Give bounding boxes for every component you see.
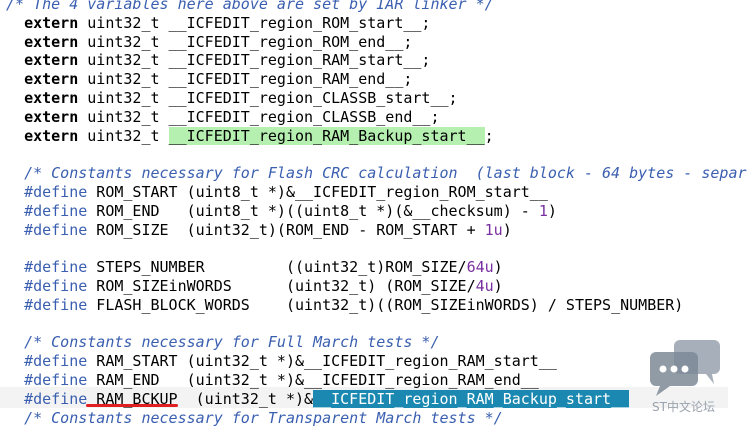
code-keyword: extern xyxy=(24,126,79,145)
code-token: ROM_SIZE (uint32_t)(ROM_END - ROM_START … xyxy=(87,220,485,239)
code-preprocessor: #define xyxy=(24,201,88,220)
code-token xyxy=(6,352,24,370)
code-token: RAM_BCKUP (uint32_t *)& xyxy=(87,389,314,408)
code-line: extern uint32_t __ICFEDIT_region_ROM_sta… xyxy=(6,14,430,33)
code-preprocessor: #define xyxy=(24,295,88,314)
code-comment: /* Constants necessary for Flash CRC cal… xyxy=(24,164,747,183)
code-preprocessor: #define xyxy=(24,220,88,239)
code-preprocessor: #define xyxy=(24,258,88,277)
code-preprocessor: #define xyxy=(24,277,88,295)
code-keyword: extern xyxy=(24,70,79,89)
code-token: ) xyxy=(493,258,503,277)
code-token xyxy=(6,89,24,107)
code-number: 64u xyxy=(466,258,494,277)
code-token: ROM_END (uint8_t *)((uint8_t *)(&__check… xyxy=(87,201,539,220)
code-token xyxy=(6,127,24,145)
code-line: #define ROM_SIZEinWORDS (uint32_t) (ROM_… xyxy=(6,277,503,296)
code-token xyxy=(6,258,24,276)
code-token: ) xyxy=(502,220,512,239)
code-line: /* Constants necessary for Full March te… xyxy=(6,333,439,352)
code-token: ) xyxy=(493,277,503,295)
code-keyword: extern xyxy=(24,107,79,126)
code-token: uint32_t __ICFEDIT_region_RAM_end__ xyxy=(78,70,404,89)
code-token: ; xyxy=(448,89,458,107)
code-line: extern uint32_t __ICFEDIT_region_RAM_Bac… xyxy=(6,126,494,146)
code-token xyxy=(6,390,24,408)
code-preprocessor: #define xyxy=(24,389,88,408)
code-token xyxy=(6,51,24,69)
code-line: extern uint32_t __ICFEDIT_region_CLASSB_… xyxy=(6,108,439,127)
code-token xyxy=(6,277,24,295)
code-token: FLASH_BLOCK_WORDS (uint32_t)((ROM_SIZEin… xyxy=(87,295,684,314)
code-token: ; xyxy=(403,70,413,89)
code-line: extern uint32_t __ICFEDIT_region_ROM_end… xyxy=(6,33,412,52)
code-line: /* Constants necessary for Flash CRC cal… xyxy=(6,164,747,183)
code-comment: /* Constants necessary for Transparent M… xyxy=(24,408,503,427)
code-token: ; xyxy=(484,126,494,145)
code-preprocessor: #define xyxy=(24,183,88,201)
code-line: /* Constants necessary for Transparent M… xyxy=(6,409,503,428)
code-token xyxy=(6,333,24,351)
code-token: ; xyxy=(421,51,431,70)
code-comment: /* Constants necessary for Full March te… xyxy=(24,333,440,352)
code-number: 4u xyxy=(475,277,494,295)
code-line: #define STEPS_NUMBER ((uint32_t)ROM_SIZE… xyxy=(6,258,503,277)
text-selection: __ICFEDIT_region_RAM_Backup_start__ xyxy=(313,389,630,408)
code-token: uint32_t __ICFEDIT_region_ROM_end__ xyxy=(78,32,404,51)
code-line: #define RAM_END (uint32_t *)&__ICFEDIT_r… xyxy=(6,371,539,390)
code-preprocessor: #define xyxy=(24,352,88,371)
code-token: RAM_END (uint32_t *)&__ICFEDIT_region_RA… xyxy=(87,371,539,389)
code-token: uint32_t __ICFEDIT_region_CLASSB_start__ xyxy=(78,89,449,107)
code-token xyxy=(6,14,24,32)
watermark: ST中文论坛 xyxy=(646,336,728,422)
code-line: /* The 4 variables here above are set by… xyxy=(6,0,494,14)
code-comment: /* The 4 variables here above are set by… xyxy=(6,0,494,13)
code-token: ROM_SIZEinWORDS (uint32_t) (ROM_SIZE/ xyxy=(87,277,476,295)
code-token: ; xyxy=(430,107,440,126)
search-highlight: __ICFEDIT_region_RAM_Backup_start__ xyxy=(168,126,485,145)
code-keyword: extern xyxy=(24,13,79,32)
code-token: ; xyxy=(403,32,413,51)
code-line: extern uint32_t __ICFEDIT_region_CLASSB_… xyxy=(6,89,458,108)
code-token xyxy=(6,296,24,314)
code-line: extern uint32_t __ICFEDIT_region_RAM_end… xyxy=(6,70,412,89)
code-token xyxy=(6,108,24,126)
code-token: ) xyxy=(547,201,557,220)
code-line: #define RAM_START (uint32_t *)&__ICFEDIT… xyxy=(6,352,557,371)
annotation-underline xyxy=(86,404,178,407)
code-token xyxy=(6,371,24,389)
code-line: #define RAM_BCKUP (uint32_t *)&__ICFEDIT… xyxy=(6,389,630,409)
code-keyword: extern xyxy=(24,89,79,107)
code-number: 1u xyxy=(484,220,503,239)
chat-bubbles-icon xyxy=(650,340,720,396)
code-token xyxy=(6,70,24,88)
watermark-text: ST中文论坛 xyxy=(652,400,715,414)
code-number: 1 xyxy=(538,201,548,220)
code-token xyxy=(6,409,24,427)
code-token: uint32_t xyxy=(78,126,169,145)
code-token xyxy=(6,202,24,220)
code-line: extern uint32_t __ICFEDIT_region_RAM_sta… xyxy=(6,51,430,70)
code-keyword: extern xyxy=(24,51,79,70)
code-token: ROM_START (uint8_t *)&__ICFEDIT_region_R… xyxy=(87,183,548,201)
code-token: STEPS_NUMBER ((uint32_t)ROM_SIZE/ xyxy=(87,258,467,277)
code-token: uint32_t __ICFEDIT_region_CLASSB_end__ xyxy=(78,107,431,126)
code-token: RAM_START (uint32_t *)&__ICFEDIT_region_… xyxy=(87,352,557,371)
code-token: uint32_t __ICFEDIT_region_RAM_start__ xyxy=(78,51,422,70)
code-line: #define FLASH_BLOCK_WORDS (uint32_t)((RO… xyxy=(6,296,683,315)
code-keyword: extern xyxy=(24,32,79,51)
code-preprocessor: #define xyxy=(24,371,88,389)
code-line: #define ROM_END (uint8_t *)((uint8_t *)(… xyxy=(6,202,557,221)
code-token: ; xyxy=(421,13,431,32)
code-token xyxy=(6,33,24,51)
code-line: #define ROM_SIZE (uint32_t)(ROM_END - RO… xyxy=(6,221,512,240)
code-token xyxy=(6,183,24,201)
code-line: #define ROM_START (uint8_t *)&__ICFEDIT_… xyxy=(6,183,548,202)
code-token: uint32_t __ICFEDIT_region_ROM_start__ xyxy=(78,13,422,32)
code-token xyxy=(6,164,24,182)
code-token xyxy=(6,221,24,239)
